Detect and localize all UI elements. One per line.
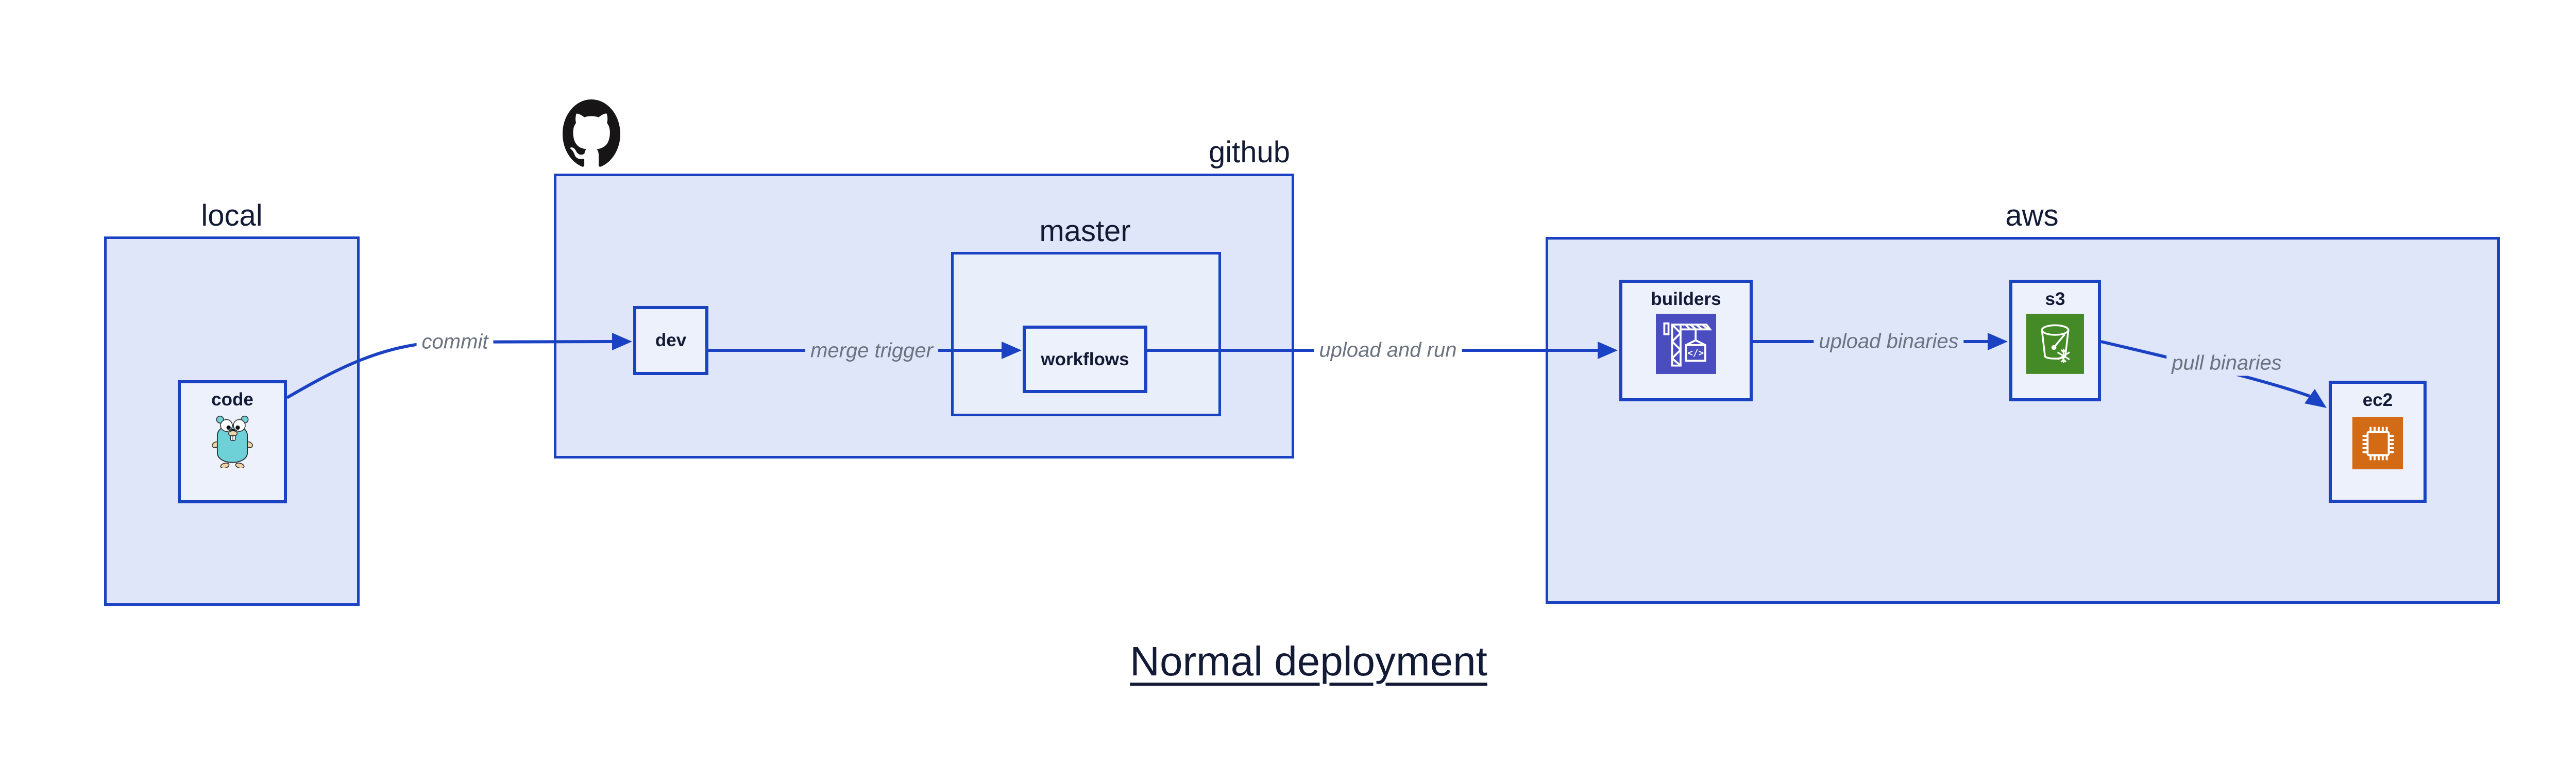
master-container-label: master (1039, 214, 1131, 248)
edge-label-merge-trigger: merge trigger (805, 338, 938, 364)
edge-label-upload-binaries: upload binaries (1814, 329, 1964, 354)
diagram-title: Normal deployment (1130, 638, 1487, 684)
edge-label-commit: commit (416, 329, 494, 355)
ec2-chip-icon (2352, 417, 2403, 469)
dev-node-label: dev (655, 330, 687, 350)
code-node-label: code (211, 389, 253, 410)
svg-text:</>: </> (1687, 348, 1704, 359)
s3-node-label: s3 (2045, 289, 2065, 309)
codebuild-crane-icon: </> (1656, 314, 1716, 374)
edge-label-pull-binaries: pull binaries (2166, 350, 2287, 376)
local-container-label: local (201, 199, 263, 232)
workflows-node: workflows (1023, 326, 1147, 393)
s3-node: s3 (2009, 280, 2101, 401)
github-octocat-icon (563, 99, 620, 167)
github-container-label: github (1208, 135, 1291, 169)
aws-container-label: aws (2005, 199, 2059, 232)
builders-node-label: builders (1651, 289, 1721, 309)
go-gopher-icon (212, 415, 253, 468)
s3-bucket-snowflake-icon (2026, 314, 2084, 374)
edge-label-upload-and-run: upload and run (1314, 337, 1462, 363)
code-node: code (178, 380, 287, 503)
dev-node: dev (633, 306, 708, 375)
builders-node: builders </> (1619, 280, 1753, 401)
workflows-node-label: workflows (1041, 349, 1129, 369)
ec2-node-label: ec2 (2362, 390, 2393, 410)
ec2-node: ec2 (2329, 381, 2427, 503)
